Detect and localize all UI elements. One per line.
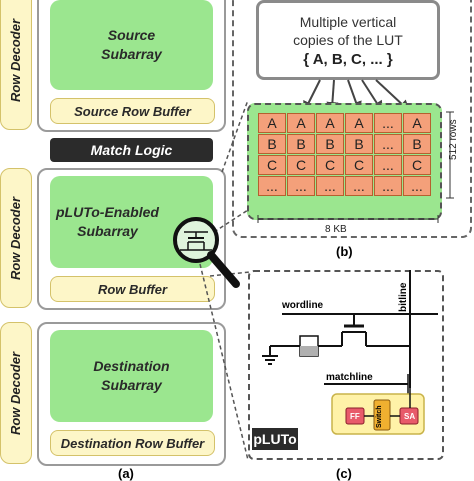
lut-cell: ... [374,113,402,133]
lut-cell: ... [374,176,402,196]
callout-line1: Multiple vertical [299,14,397,30]
source-row-buffer: Source Row Buffer [50,98,215,124]
lut-cell: A [403,113,431,133]
lut-cell: C [258,155,286,175]
row-buffer: Row Buffer [50,276,215,302]
lut-cell: B [287,134,315,154]
zoom-line [199,263,249,461]
callout-line3: { A, B, C, ... } [303,51,393,68]
lut-cell: B [316,134,344,154]
lut-cell: B [258,134,286,154]
rows-bracket [446,111,454,199]
lut-callout-box: Multiple vertical copies of the LUT { A,… [256,0,440,80]
wordline-label: wordline [282,300,324,311]
callout-line2: copies of the LUT [293,32,403,48]
pluto-subarray-line1: pLUTo-Enabled [56,204,159,220]
lut-cell: ... [345,176,373,196]
destination-row-buffer: Destination Row Buffer [50,430,215,456]
pluto-cell-circuit [262,270,438,435]
match-logic: Match Logic [50,138,213,162]
pluto-cell-panel [248,270,444,460]
width-bracket [257,215,439,223]
lut-cell: C [345,155,373,175]
source-subarray: Source Subarray [50,0,213,90]
ff-label: FF [350,412,360,421]
width-label: 8 KB [325,224,347,235]
pluto-subarray-line2: Subarray [77,223,138,239]
magnifier-icon [173,217,240,288]
lut-cell: ... [287,176,315,196]
lut-cell: ... [374,155,402,175]
lut-cell: ... [374,134,402,154]
source-subarray-line2: Subarray [101,46,162,62]
lut-cell: ... [258,176,286,196]
lut-cell: C [287,155,315,175]
row-decoder-bottom: Row Decoder [0,322,32,464]
lut-cell: ... [316,176,344,196]
destination-subarray-line1: Destination [93,358,170,374]
matchline-label: matchline [326,372,373,383]
lut-cell: C [316,155,344,175]
lut-cell: A [345,113,373,133]
row-decoder-middle: Row Decoder [0,168,32,308]
destination-subarray-line2: Subarray [101,377,162,393]
caption-b: (b) [336,244,353,259]
row-decoder-top: Row Decoder [0,0,32,130]
pluto-tag: pLUTo [252,428,298,450]
lut-panel-b [232,0,472,238]
lut-cell: A [258,113,286,133]
switch-box [373,399,391,431]
destination-subarray: Destination Subarray [50,330,213,422]
lut-cell: B [403,134,431,154]
lut-cell: ... [403,176,431,196]
sa-label: SA [404,412,416,421]
lut-cell: B [345,134,373,154]
lut-cell: A [287,113,315,133]
zoom-line [221,99,249,173]
lut-cell: C [403,155,431,175]
source-subarray-line1: Source [107,27,156,43]
lut-cell: A [316,113,344,133]
